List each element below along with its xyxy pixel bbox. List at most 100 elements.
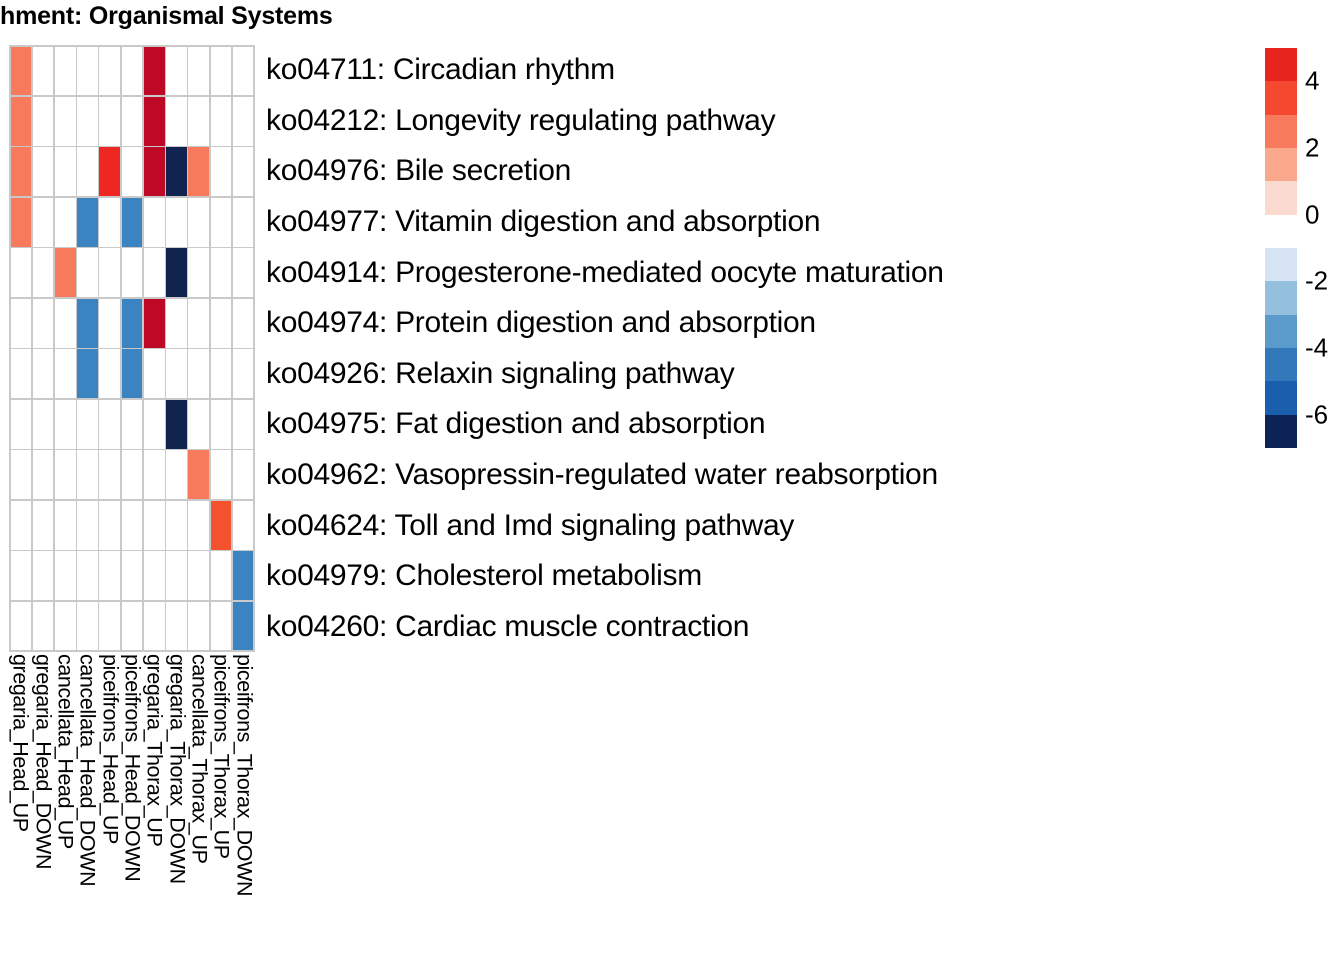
heatmap-cell <box>121 46 143 96</box>
colorbar-band <box>1265 381 1297 415</box>
row-label: ko04926: Relaxin signaling pathway <box>266 356 735 390</box>
heatmap-cell <box>32 46 54 96</box>
heatmap-cell <box>10 147 32 197</box>
heatmap-cell <box>188 97 209 146</box>
heatmap-cell <box>121 97 143 146</box>
heatmap-cell <box>143 46 165 96</box>
heatmap-cell <box>143 147 165 197</box>
heatmap-cell <box>77 97 98 146</box>
heatmap-cell <box>77 601 98 651</box>
heatmap-cell <box>77 500 98 550</box>
colorbar-tick: -4 <box>1305 332 1329 363</box>
column-label-slot: piceifrons_Thorax_DOWN <box>232 654 256 954</box>
heatmap-cell <box>99 147 121 197</box>
heatmap-cell <box>188 298 209 348</box>
heatmap-cell <box>10 248 32 298</box>
column-label-slot: cancellata_Head_UP <box>53 654 77 954</box>
heatmap-cell <box>121 500 143 550</box>
colorbar-tick: 4 <box>1305 65 1320 96</box>
heatmap-cell <box>232 248 254 298</box>
heatmap-cell <box>188 147 209 197</box>
heatmap-cell <box>32 450 54 500</box>
heatmap-cell <box>232 601 254 651</box>
heatmap-cell <box>188 551 209 600</box>
heatmap-cell <box>10 450 32 500</box>
column-label-slot: piceifrons_Head_UP <box>98 654 123 954</box>
heatmap-cell <box>99 46 121 96</box>
colorbar-band <box>1265 81 1297 115</box>
heatmap-cell <box>55 147 76 197</box>
column-label: gregaria_Head_DOWN <box>31 654 56 870</box>
colorbar-band <box>1265 48 1297 82</box>
colorbar-band <box>1265 281 1297 315</box>
column-label-slot: gregaria_Thorax_DOWN <box>165 654 190 954</box>
heatmap-cell <box>77 248 98 298</box>
heatmap-cell <box>121 399 143 449</box>
heatmap-cell <box>232 97 254 146</box>
heatmap-cell <box>232 450 254 500</box>
row-label: ko04711: Circadian rhythm <box>266 53 615 87</box>
heatmap-cell <box>188 349 209 399</box>
heatmap-cell <box>77 349 98 399</box>
heatmap-cell <box>166 248 187 298</box>
heatmap-cell <box>10 46 32 96</box>
column-label: gregaria_Thorax_DOWN <box>165 654 190 884</box>
heatmap-cell <box>166 147 187 197</box>
column-label-slot: gregaria_Thorax_UP <box>142 654 167 954</box>
heatmap-cell <box>32 298 54 348</box>
heatmap-cell <box>99 298 121 348</box>
heatmap-cell <box>10 601 32 651</box>
heatmap-cell <box>10 349 32 399</box>
heatmap-cell <box>10 500 32 550</box>
heatmap-cell <box>232 551 254 600</box>
heatmap-cell <box>32 349 54 399</box>
heatmap-cell <box>188 500 209 550</box>
colorbar-band <box>1265 247 1297 282</box>
heatmap-cell <box>143 298 165 348</box>
heatmap-cell <box>188 197 209 247</box>
row-label: ko04975: Fat digestion and absorption <box>266 407 766 441</box>
heatmap-cell <box>210 298 232 348</box>
heatmap-cell <box>77 197 98 247</box>
heatmap-cell <box>166 197 187 247</box>
heatmap-cell <box>99 551 121 600</box>
heatmap-cell <box>121 349 143 399</box>
heatmap-cell <box>77 551 98 600</box>
heatmap-cell <box>77 298 98 348</box>
heatmap-cell <box>143 349 165 399</box>
heatmap-cell <box>99 197 121 247</box>
heatmap-cell <box>210 551 232 600</box>
column-label-slot: cancellata_Head_DOWN <box>76 654 100 954</box>
heatmap-cell <box>210 248 232 298</box>
heatmap-cell <box>166 500 187 550</box>
heatmap-cell <box>99 601 121 651</box>
colorbar-gradient <box>1265 48 1297 448</box>
heatmap-cell <box>10 197 32 247</box>
column-label: gregaria_Thorax_UP <box>142 654 167 847</box>
heatmap-cell <box>99 349 121 399</box>
row-label: ko04979: Cholesterol metabolism <box>266 559 702 593</box>
colorbar-band <box>1265 214 1297 248</box>
heatmap-cell <box>99 399 121 449</box>
heatmap-cell <box>121 197 143 247</box>
column-label: gregaria_Head_UP <box>8 654 33 832</box>
colorbar-band <box>1265 114 1297 148</box>
column-label-slot: gregaria_Head_UP <box>8 654 33 954</box>
colorbar-band <box>1265 414 1297 448</box>
row-label: ko04977: Vitamin digestion and absorptio… <box>266 205 821 239</box>
heatmap-cell <box>55 551 76 600</box>
heatmap-cell <box>210 500 232 550</box>
heatmap-cell <box>121 298 143 348</box>
heatmap-cell <box>232 298 254 348</box>
heatmap-cell <box>99 97 121 146</box>
row-label: ko04962: Vasopressin-regulated water rea… <box>266 457 938 491</box>
row-label: ko04974: Protein digestion and absorptio… <box>266 306 816 340</box>
heatmap-cell <box>166 97 187 146</box>
heatmap-cell <box>121 248 143 298</box>
heatmap-cell <box>232 46 254 96</box>
heatmap-cell <box>143 248 165 298</box>
column-label: piceifrons_Head_UP <box>98 654 123 844</box>
heatmap-cell <box>143 197 165 247</box>
